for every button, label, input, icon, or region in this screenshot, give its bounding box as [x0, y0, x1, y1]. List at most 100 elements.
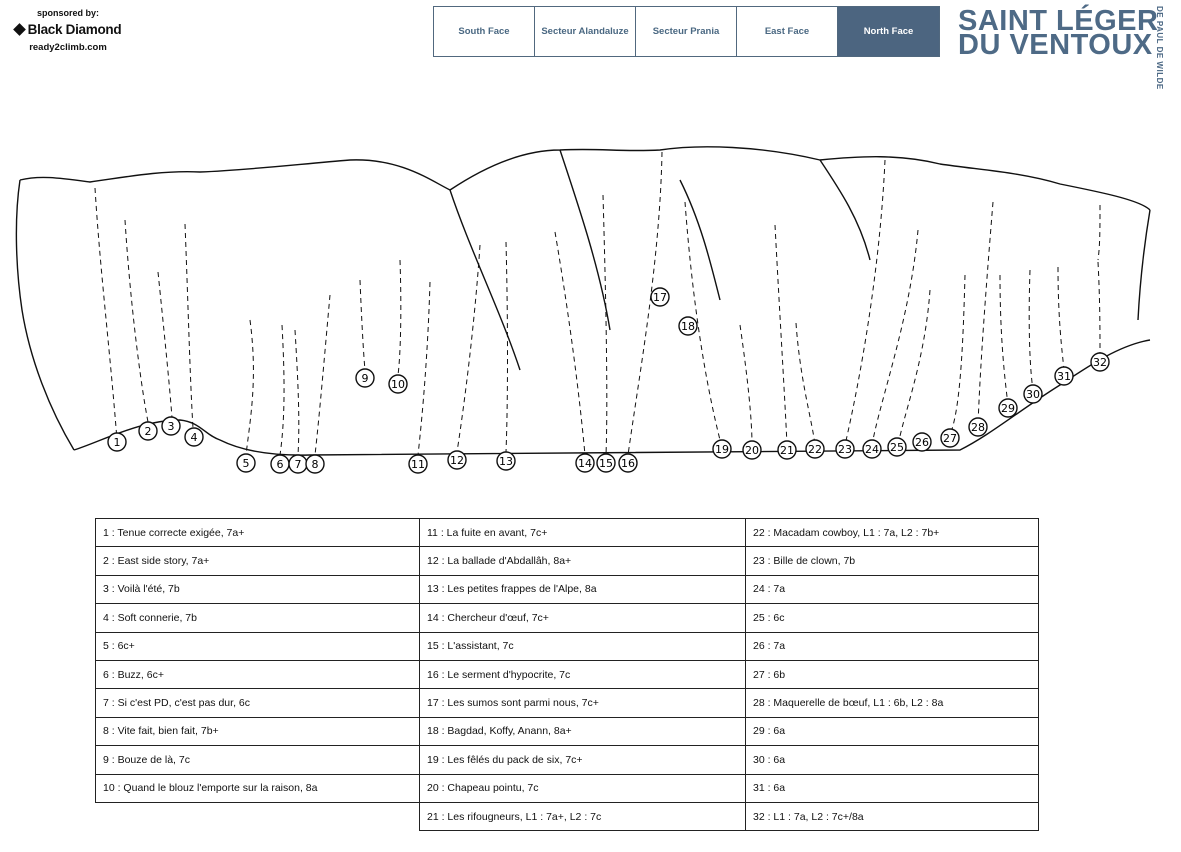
route-marker-number: 3 [168, 420, 175, 433]
route-entry: 19 : Les fêlés du pack de six, 7c+ [419, 745, 746, 775]
route-marker-circle [161, 416, 181, 436]
route-marker[interactable]: 21 [777, 440, 797, 460]
route-marker[interactable]: 29 [998, 398, 1018, 418]
route-marker[interactable]: 17 [650, 287, 670, 307]
route-entry: 10 : Quand le blouz l'emporte sur la rai… [95, 773, 420, 803]
sponsor-brand[interactable]: Black Diamond [0, 22, 136, 37]
route-list-table: 1 : Tenue correcte exigée, 7a+11 : La fu… [95, 517, 1039, 832]
tab-east-face[interactable]: East Face [737, 7, 838, 56]
tab-north-face[interactable]: North Face [838, 7, 939, 56]
route-marker-number: 15 [599, 457, 613, 470]
route-entry: 11 : La fuite en avant, 7c+ [419, 517, 746, 548]
route-marker[interactable]: 3 [161, 416, 181, 436]
route-marker[interactable]: 8 [305, 454, 325, 474]
route-marker-number: 29 [1001, 402, 1015, 415]
route-marker[interactable]: 25 [887, 437, 907, 457]
route-marker[interactable]: 9 [355, 368, 375, 388]
route-marker[interactable]: 27 [940, 428, 960, 448]
route-marker[interactable]: 13 [496, 451, 516, 471]
route-marker-circle [596, 453, 616, 473]
route-marker[interactable]: 19 [712, 439, 732, 459]
cliff-outline [15, 146, 1151, 456]
route-marker-number: 30 [1026, 388, 1040, 401]
route-entry: 28 : Maquerelle de bœuf, L1 : 6b, L2 : 8… [745, 688, 1039, 718]
route-marker[interactable]: 12 [447, 450, 467, 470]
route-marker-circle [408, 454, 428, 474]
route-marker[interactable]: 6 [270, 454, 290, 474]
route-entry: 24 : 7a [745, 574, 1039, 605]
route-marker[interactable]: 5 [236, 453, 256, 473]
route-marker-number: 4 [191, 431, 198, 444]
route-marker-number: 31 [1057, 370, 1071, 383]
black-diamond-logo-icon [12, 23, 26, 36]
sponsor-url[interactable]: ready2climb.com [29, 42, 107, 53]
route-entry: 13 : Les petites frappes de l'Alpe, 8a [419, 574, 746, 605]
route-marker-circle [777, 440, 797, 460]
route-entry: 18 : Bagdad, Koffy, Anann, 8a+ [419, 716, 746, 747]
route-marker-circle [496, 451, 516, 471]
route-marker-circle [184, 427, 204, 447]
route-marker-number: 24 [865, 443, 879, 456]
route-entry: 1 : Tenue correcte exigée, 7a+ [95, 517, 420, 548]
site-title: SAINT LÉGER DU VENTOUX DE PAUL DE WILDE [958, 4, 1168, 90]
site-title-line1: SAINT LÉGER [958, 5, 1159, 37]
route-marker-number: 5 [243, 457, 250, 470]
route-marker[interactable]: 7 [288, 454, 308, 474]
route-entry: 3 : Voilà l'été, 7b [95, 574, 420, 605]
route-marker[interactable]: 1 [107, 432, 127, 452]
tab-south-face[interactable]: South Face [434, 7, 535, 56]
route-marker-number: 28 [971, 421, 985, 434]
route-entry: 21 : Les rifougneurs, L1 : 7a+, L2 : 7c [419, 801, 746, 832]
site-author: DE PAUL DE WILDE [1155, 6, 1164, 90]
tab-secteur-alandaluze[interactable]: Secteur Alandaluze [535, 7, 636, 56]
route-marker[interactable]: 16 [618, 453, 638, 473]
sponsor-block: sponsored by: Black Diamond ready2climb.… [0, 8, 136, 53]
route-marker[interactable]: 4 [184, 427, 204, 447]
route-marker-circle [650, 287, 670, 307]
route-marker-number: 27 [943, 432, 957, 445]
route-marker-circle [575, 453, 595, 473]
route-entry: 30 : 6a [745, 745, 1039, 775]
route-marker-number: 7 [295, 458, 302, 471]
route-marker[interactable]: 30 [1023, 384, 1043, 404]
route-marker[interactable]: 15 [596, 453, 616, 473]
route-marker[interactable]: 18 [678, 316, 698, 336]
route-marker[interactable]: 20 [742, 440, 762, 460]
route-entry: 27 : 6b [745, 659, 1039, 690]
route-marker[interactable]: 10 [388, 374, 408, 394]
route-entry: 22 : Macadam cowboy, L1 : 7a, L2 : 7b+ [745, 517, 1039, 548]
route-marker-circle [236, 453, 256, 473]
route-marker-circle [1023, 384, 1043, 404]
route-marker[interactable]: 32 [1090, 352, 1110, 372]
route-marker-circle [940, 428, 960, 448]
route-marker[interactable]: 11 [408, 454, 428, 474]
route-marker-number: 8 [312, 458, 319, 471]
route-marker-circle [742, 440, 762, 460]
route-marker[interactable]: 28 [968, 417, 988, 437]
route-marker[interactable]: 14 [575, 453, 595, 473]
route-marker[interactable]: 26 [912, 432, 932, 452]
sponsor-brand-name: Black Diamond [27, 22, 122, 37]
route-entry: 25 : 6c [745, 603, 1039, 633]
table-row: 2 : East side story, 7a+12 : La ballade … [95, 546, 1039, 576]
route-marker[interactable]: 24 [862, 439, 882, 459]
route-marker[interactable]: 23 [835, 439, 855, 459]
route-marker-number: 12 [450, 454, 464, 467]
route-marker-circle [447, 450, 467, 470]
table-row: 6 : Buzz, 6c+16 : Le serment d'hypocrite… [95, 659, 1039, 690]
route-marker[interactable]: 22 [805, 439, 825, 459]
route-marker[interactable]: 2 [138, 421, 158, 441]
route-entry: 6 : Buzz, 6c+ [95, 659, 420, 690]
route-entry: 12 : La ballade d'Abdallâh, 8a+ [419, 546, 746, 576]
route-marker-number: 18 [681, 320, 695, 333]
route-marker[interactable]: 31 [1054, 366, 1074, 386]
tab-secteur-prania[interactable]: Secteur Prania [636, 7, 737, 56]
route-marker-number: 6 [277, 458, 284, 471]
route-entry: 14 : Chercheur d'œuf, 7c+ [419, 603, 746, 633]
table-row: 1 : Tenue correcte exigée, 7a+11 : La fu… [95, 517, 1039, 548]
table-row: 8 : Vite fait, bien fait, 7b+18 : Bagdad… [95, 716, 1039, 747]
